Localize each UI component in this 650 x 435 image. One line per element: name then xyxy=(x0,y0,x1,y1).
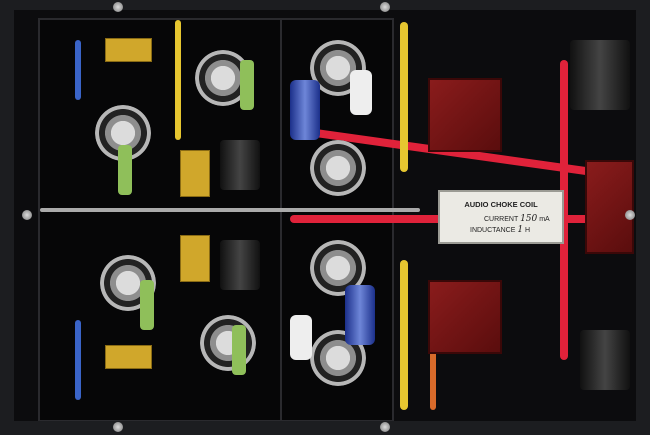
capacitor xyxy=(570,40,630,110)
power-resistor xyxy=(180,150,210,197)
transformer xyxy=(585,160,634,254)
output-transformer xyxy=(428,78,502,152)
resistor xyxy=(240,60,254,110)
current-unit: mA xyxy=(539,216,550,223)
screw xyxy=(380,2,390,12)
current-value: 150 xyxy=(520,214,538,224)
blue-wire xyxy=(75,40,81,100)
capacitor xyxy=(350,70,372,115)
resistor xyxy=(232,325,246,375)
screw xyxy=(625,210,635,220)
audio-choke-coil-label: AUDIO CHOKE COIL CURRENT 150 mA INDUCTAN… xyxy=(438,190,564,244)
screw xyxy=(113,422,123,432)
capacitor xyxy=(580,330,630,390)
screw xyxy=(380,422,390,432)
inductance-label: INDUCTANCE xyxy=(470,227,516,234)
vacuum-tube-socket xyxy=(200,315,256,371)
resistor xyxy=(140,280,154,330)
screw xyxy=(113,2,123,12)
capacitor xyxy=(220,140,260,190)
orange-wire xyxy=(430,330,436,410)
power-resistor xyxy=(105,38,152,62)
output-transformer xyxy=(428,280,502,354)
capacitor xyxy=(220,240,260,290)
capacitor xyxy=(345,285,375,345)
capacitor xyxy=(290,80,320,140)
bus-wire xyxy=(40,208,420,212)
current-label: CURRENT xyxy=(484,216,519,223)
inductance-value: 1 xyxy=(517,225,524,235)
yellow-wire xyxy=(175,20,181,140)
inductance-unit: H xyxy=(525,227,531,234)
power-resistor xyxy=(105,345,152,369)
resistor xyxy=(118,145,132,195)
yellow-wire xyxy=(400,22,408,172)
yellow-wire xyxy=(400,260,408,410)
blue-wire xyxy=(75,320,81,400)
power-resistor xyxy=(180,235,210,282)
capacitor xyxy=(290,315,312,360)
red-wire xyxy=(560,60,568,360)
vacuum-tube-socket xyxy=(310,140,366,196)
screw xyxy=(22,210,32,220)
choke-title: AUDIO CHOKE COIL xyxy=(464,200,538,209)
